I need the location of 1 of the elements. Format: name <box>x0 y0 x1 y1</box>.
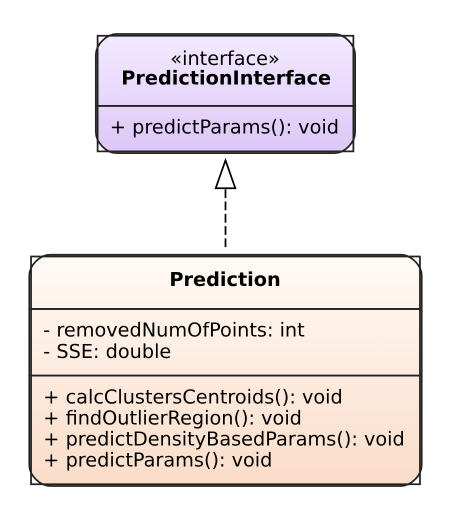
arrow <box>214 157 237 247</box>
